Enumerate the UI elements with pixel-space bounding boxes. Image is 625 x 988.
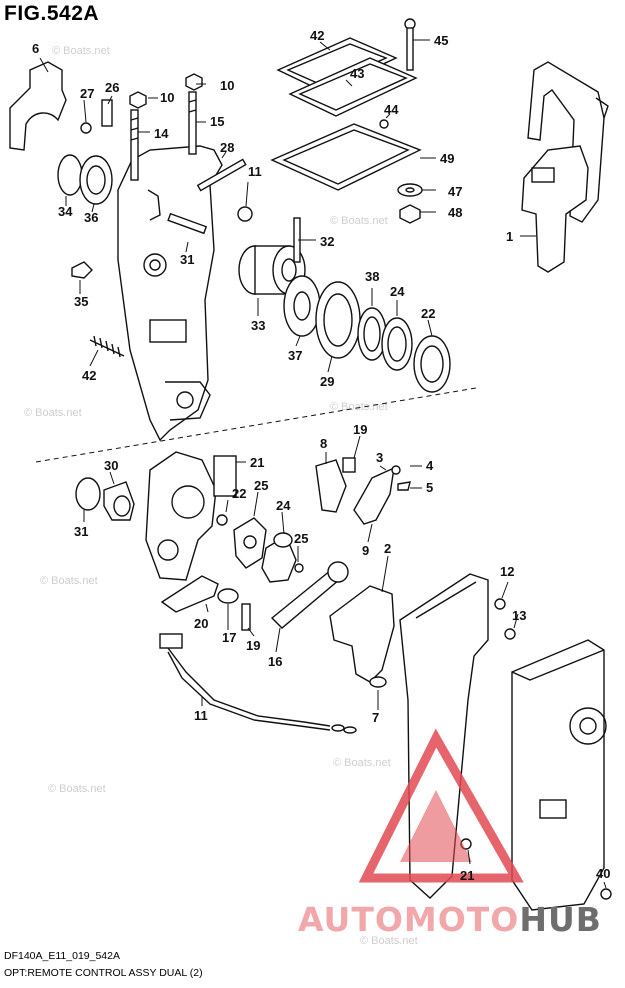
callout-31: 29 xyxy=(320,374,334,389)
callout-37: 34 xyxy=(58,204,73,219)
callout-35: 32 xyxy=(320,234,334,249)
watermark-text: © Boats.net xyxy=(360,935,418,947)
parts-45-44-47-48 xyxy=(379,18,423,224)
callout-25: 25 xyxy=(294,531,308,546)
callout-22: 21 xyxy=(250,455,264,470)
callout-5: 5 xyxy=(426,480,433,495)
callout-6: 6 xyxy=(32,41,39,56)
callout-11: 11 xyxy=(194,708,208,723)
figure-code: DF140A_E11_019_542A xyxy=(4,950,120,962)
watermark-text: © Boats.net xyxy=(40,575,98,587)
callout-33: 31 xyxy=(74,524,88,539)
callout-4: 4 xyxy=(426,458,434,473)
part-6-plate xyxy=(9,61,67,151)
callout-1: 1 xyxy=(506,229,513,244)
watermarks: © Boats.net © Boats.net © Boats.net © Bo… xyxy=(24,45,418,947)
callout-10: 10 xyxy=(220,78,234,93)
separator-line xyxy=(35,387,477,463)
part-34-pin xyxy=(167,212,208,235)
part-2-arm xyxy=(329,585,395,688)
part-22-housing xyxy=(145,451,237,581)
parts-lower-levers xyxy=(160,457,411,631)
brand-watermark: AUTOMOTOHUB xyxy=(298,900,602,939)
screws-13-14-21 xyxy=(216,514,612,900)
callout-13: 12 xyxy=(500,564,514,579)
callout-43: 40 xyxy=(596,866,610,881)
part-29-pin xyxy=(101,99,113,127)
part-46-screw xyxy=(89,335,125,358)
callout-3: 3 xyxy=(376,450,383,465)
studs xyxy=(129,73,203,181)
part-37-39-rings xyxy=(57,154,113,279)
watermark-text: © Boats.net xyxy=(48,783,106,795)
callout-21: 21 xyxy=(460,868,474,883)
watermark-text: © Boats.net xyxy=(330,215,388,227)
callout-45: 45 xyxy=(434,33,448,48)
leader-lines xyxy=(39,39,607,889)
part-callouts: 6 27 26 10 10 14 15 28 11 34 36 32 31 35… xyxy=(32,28,610,883)
callout-29: 26 xyxy=(105,80,119,95)
watermark-text: © Boats.net xyxy=(24,407,82,419)
callout-30: 27 xyxy=(80,86,94,101)
part-11-cable xyxy=(159,633,357,734)
callout-18: 17 xyxy=(222,630,236,645)
callout-49: 49 xyxy=(440,151,454,166)
callout-40: 37 xyxy=(288,348,302,363)
callout-28: 28 xyxy=(220,140,234,155)
callout-7: 7 xyxy=(372,710,379,725)
callout-32: 30 xyxy=(104,458,118,473)
callout-47: 47 xyxy=(448,184,462,199)
callout-19: 19 xyxy=(246,638,260,653)
callout-14: 13 xyxy=(512,608,526,623)
callout-19: 19 xyxy=(353,422,367,437)
callout-9: 9 xyxy=(362,543,369,558)
watermark-text: © Boats.net xyxy=(52,45,110,57)
callout-39: 36 xyxy=(84,210,98,225)
figure-description: OPT:REMOTE CONTROL ASSY DUAL (2) xyxy=(4,967,203,979)
callout-24: 25 xyxy=(254,478,268,493)
callout-8: 8 xyxy=(320,436,327,451)
callout-27: 24 xyxy=(390,284,405,299)
callout-23: 24 xyxy=(276,498,291,513)
watermark-text: © Boats.net xyxy=(330,401,388,413)
part-28-rod xyxy=(196,158,247,192)
callout-16: 15 xyxy=(210,114,224,129)
lower-housing xyxy=(399,573,607,911)
part-42-49-gaskets xyxy=(270,37,422,191)
callout-26: 22 xyxy=(421,306,435,321)
callout-38: 35 xyxy=(74,294,88,309)
callout-20: 20 xyxy=(194,616,208,631)
brand-part-b: HUB xyxy=(519,900,602,939)
parts-washers-rings xyxy=(283,275,451,393)
callout-46: 42 xyxy=(82,368,96,383)
brand-logo-icon xyxy=(358,728,524,883)
callout-21: 22 xyxy=(232,486,246,501)
callout-41: 38 xyxy=(365,269,379,284)
callout-12: 11 xyxy=(248,164,262,179)
part-12-cap xyxy=(237,206,253,222)
part-33-ring xyxy=(75,477,101,511)
callout-2: 2 xyxy=(384,541,391,556)
part-36-gear xyxy=(238,217,306,295)
callout-34: 31 xyxy=(180,252,194,267)
figure-title: FIG.542A xyxy=(4,2,100,25)
callout-36: 33 xyxy=(251,318,265,333)
callout-44: 44 xyxy=(384,102,399,117)
part-1-handle xyxy=(521,61,609,273)
callout-48: 48 xyxy=(448,205,462,220)
brand-part-a: AUTOMOTO xyxy=(298,900,520,939)
parts-23-24-25 xyxy=(233,517,304,583)
watermark-text: © Boats.net xyxy=(333,757,391,769)
main-housing-top xyxy=(117,145,223,442)
callout-42: 42 xyxy=(310,28,324,43)
callout-42: 43 xyxy=(350,66,364,81)
callout-15: 14 xyxy=(154,126,169,141)
callout-17: 16 xyxy=(268,654,282,669)
part-30-screw xyxy=(80,122,92,134)
part-32-cam xyxy=(103,481,135,521)
callout-10: 10 xyxy=(160,90,174,105)
